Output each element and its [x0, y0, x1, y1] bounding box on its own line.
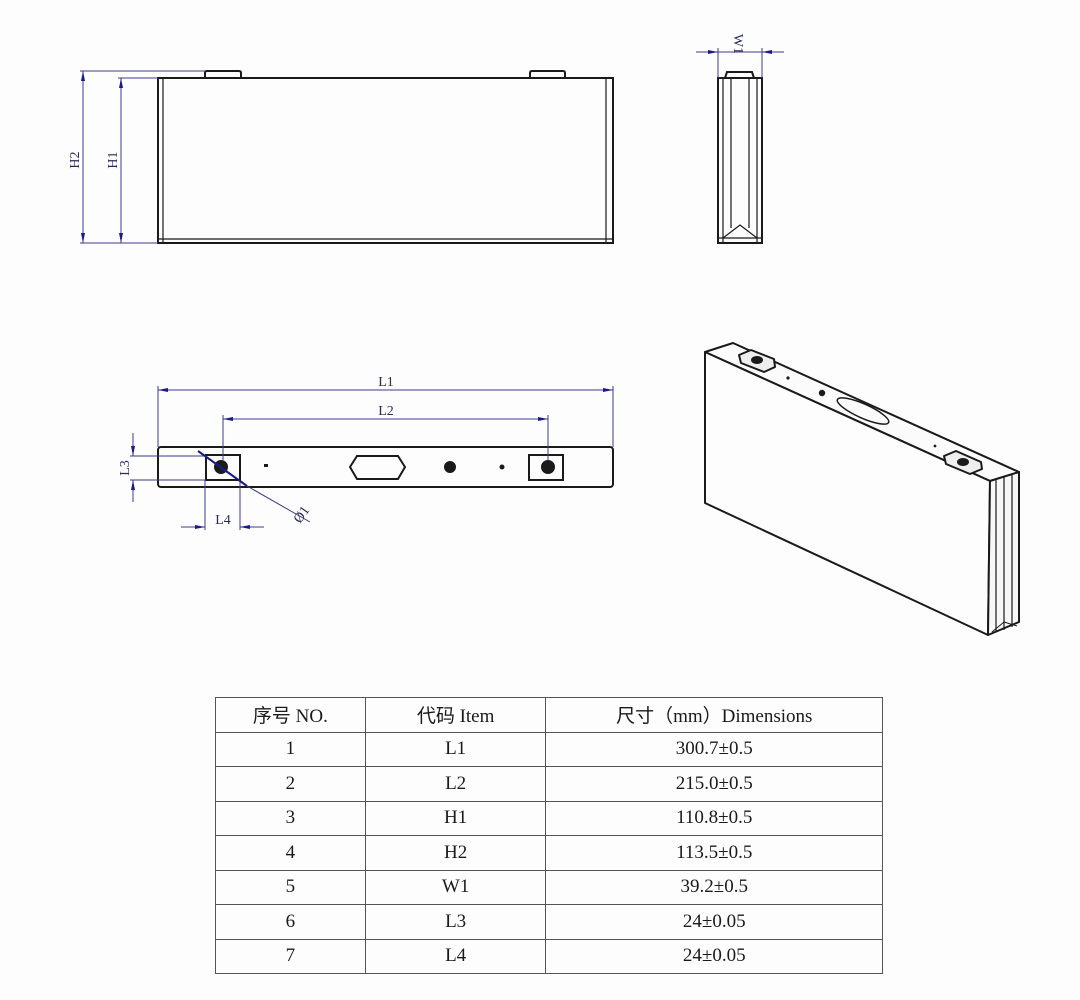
technical-drawing: H2 H1 W1	[68, 34, 1020, 636]
l3-label: L3	[118, 460, 133, 476]
table-row: 4 H2 113.5±0.5	[215, 835, 883, 871]
cell-item: L3	[364, 904, 547, 940]
table-row: 7 L4 24±0.05	[215, 938, 883, 974]
cell-item: L4	[364, 938, 547, 974]
table-row: 3 H1 110.8±0.5	[215, 800, 883, 836]
positive-terminal	[528, 454, 564, 481]
cell-item: H1	[364, 800, 547, 836]
h1-label: H1	[106, 151, 121, 168]
table-header-row: 序号 NO. 代码 Item 尺寸（mm）Dimensions	[215, 697, 883, 733]
table-row: 1 L1 300.7±0.5	[215, 731, 883, 767]
isometric-view	[704, 342, 1020, 636]
top-view-dimensions	[130, 386, 614, 530]
cell-dimension: 110.8±0.5	[545, 800, 883, 836]
l4-label: L4	[215, 513, 231, 528]
iso-terminal-right	[943, 450, 983, 475]
front-view-dimensions	[80, 70, 205, 244]
table-row: 2 L2 215.0±0.5	[215, 766, 883, 802]
cell-item: H2	[364, 835, 547, 871]
d1-label: Ø1	[291, 504, 313, 527]
cell-no: 3	[215, 800, 366, 836]
cell-dimension: 24±0.05	[545, 904, 883, 940]
l2-label: L2	[378, 404, 394, 419]
cell-item: L2	[364, 766, 547, 802]
header-dimensions: 尺寸（mm）Dimensions	[545, 697, 883, 733]
cell-dimension: 215.0±0.5	[545, 766, 883, 802]
cell-item: L1	[364, 731, 547, 767]
side-view-dimensions	[696, 48, 784, 78]
table-row: 6 L3 24±0.05	[215, 904, 883, 940]
dimensions-table: 序号 NO. 代码 Item 尺寸（mm）Dimensions 1 L1 300…	[215, 697, 883, 974]
cell-no: 5	[215, 869, 366, 905]
cell-dimension: 300.7±0.5	[545, 731, 883, 767]
header-no: 序号 NO.	[215, 697, 366, 733]
side-view	[717, 71, 763, 244]
cell-dimension: 113.5±0.5	[545, 835, 883, 871]
iso-terminal-left	[738, 349, 776, 373]
cell-no: 2	[215, 766, 366, 802]
cell-dimension: 39.2±0.5	[545, 869, 883, 905]
cell-no: 4	[215, 835, 366, 871]
top-view	[157, 446, 614, 488]
cell-no: 6	[215, 904, 366, 940]
cell-dimension: 24±0.05	[545, 938, 883, 974]
cell-no: 1	[215, 731, 366, 767]
h2-label: H2	[68, 151, 83, 168]
front-view	[157, 70, 614, 244]
table-row: 5 W1 39.2±0.5	[215, 869, 883, 905]
cell-item: W1	[364, 869, 547, 905]
w1-label: W1	[730, 34, 745, 54]
header-item: 代码 Item	[364, 697, 547, 733]
cell-no: 7	[215, 938, 366, 974]
l1-label: L1	[378, 375, 394, 390]
